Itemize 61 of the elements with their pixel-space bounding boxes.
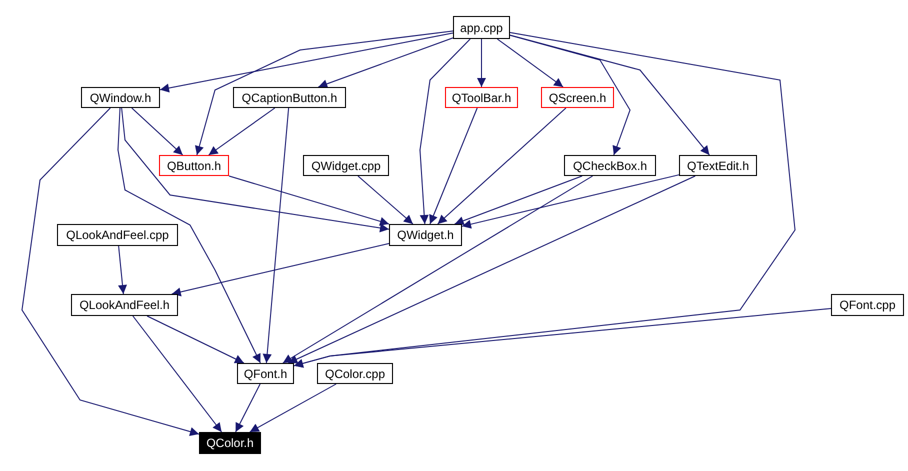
include-arrow xyxy=(358,176,414,224)
file-box xyxy=(303,155,389,176)
file-box xyxy=(679,155,757,176)
include-arrow xyxy=(429,108,478,224)
include-arrow xyxy=(118,246,127,294)
include-arrow xyxy=(294,308,832,368)
file-box xyxy=(453,16,510,39)
file-name: QWidget.h xyxy=(397,228,454,242)
include-arrow xyxy=(454,176,583,226)
include-arrow xyxy=(262,108,290,364)
file-box xyxy=(199,432,261,454)
file-name: QWindow.h xyxy=(90,90,152,104)
file-box xyxy=(57,224,178,246)
include-arrow xyxy=(318,37,454,88)
include-arrow xyxy=(228,176,390,226)
include-arrow xyxy=(496,38,564,88)
file-box xyxy=(71,294,178,316)
file-box xyxy=(233,87,346,108)
file-name: QWidget.cpp xyxy=(311,158,381,172)
file-box xyxy=(831,294,904,316)
file-box xyxy=(81,87,160,108)
include-arrow xyxy=(288,176,696,364)
file-name: QCheckBox.h xyxy=(572,158,648,172)
file-name: QScreen.h xyxy=(548,90,606,104)
include-arrow xyxy=(510,34,631,156)
include-arrow xyxy=(121,108,390,232)
file-name: app.cpp xyxy=(460,20,503,34)
file-name: QLookAndFeel.h xyxy=(79,298,170,312)
include-arrow xyxy=(171,243,390,296)
file-box xyxy=(317,363,393,384)
include-arrow xyxy=(282,176,594,364)
file-name: QButton.h xyxy=(166,158,222,172)
include-arrow xyxy=(462,174,680,229)
include-arrow xyxy=(477,38,486,88)
include-arrow xyxy=(131,108,184,156)
include-arrow xyxy=(132,316,222,432)
file-name: QFont.cpp xyxy=(839,298,896,312)
file-name: QTextEdit.h xyxy=(686,158,750,172)
file-box xyxy=(445,87,518,108)
file-name: QCaptionButton.h xyxy=(242,90,338,104)
include-arrow xyxy=(208,108,276,156)
include-arrow xyxy=(235,384,261,432)
include-arrow xyxy=(437,108,566,224)
file-name: QColor.cpp xyxy=(324,366,386,380)
include-arrow xyxy=(249,384,337,432)
include-arrow xyxy=(194,30,454,156)
file-box xyxy=(541,87,614,108)
file-name: QLookAndFeel.cpp xyxy=(66,228,169,242)
include-arrow xyxy=(160,32,454,92)
include-arrow xyxy=(21,108,200,436)
file-box xyxy=(389,224,462,246)
file-name: QToolBar.h xyxy=(452,90,512,104)
file-box xyxy=(564,155,656,176)
include-arrow xyxy=(510,34,710,156)
file-name: QFont.h xyxy=(244,366,288,380)
file-box xyxy=(237,363,294,384)
include-arrow xyxy=(146,316,244,364)
include-arrow xyxy=(420,38,471,224)
include-arrow xyxy=(118,108,261,364)
file-box xyxy=(159,155,229,176)
file-name: QColor.h xyxy=(206,436,254,450)
